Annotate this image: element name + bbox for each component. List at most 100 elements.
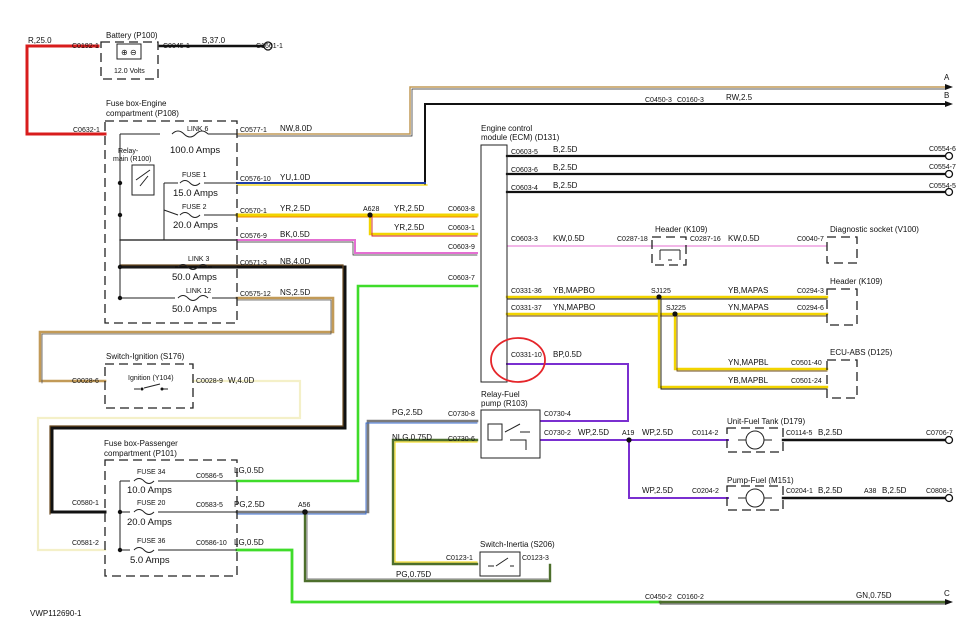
connector-label-c0603-6: C0603-6: [511, 167, 538, 174]
fuse-engine-name1: Fuse box-Engine: [106, 99, 167, 108]
connector-label-c0586-10: C0586-10: [196, 540, 227, 547]
wire-rw25: [424, 103, 946, 185]
wire-label-lg05b: LG,0.5D: [234, 538, 264, 547]
header-k109-b: Header (K109): [826, 277, 883, 326]
connector-label-c0287-16: C0287-16: [690, 236, 721, 243]
link3-amps: 50.0 Amps: [172, 272, 217, 283]
connector-label-c0028-9: C0028-9: [196, 378, 223, 385]
terminal-c0554-5-icon: [944, 187, 954, 197]
wire-label-ns25: NS,2.5D: [280, 288, 310, 297]
wire-label-wp25a: WP,2.5D: [578, 428, 609, 437]
wire-label-yn-mapbl: YN,MAPBL: [728, 358, 769, 367]
connector-label-c0028-6: C0028-6: [72, 378, 99, 385]
link12-amps: 50.0 Amps: [172, 304, 217, 315]
wire-w4: [36, 379, 302, 552]
terminal-c0554-7-icon: [944, 169, 954, 179]
connector-label-c0450-2: C0450-2: [645, 594, 672, 601]
connector-label-c0287-18: C0287-18: [617, 236, 648, 243]
fuse-engine-name2: compartment (P108): [106, 109, 179, 118]
wire-label-yr25b: YR,2.5D: [394, 204, 424, 213]
connector-label-c0603-9: C0603-9: [448, 244, 475, 251]
pump-fuel-name: Pump-Fuel (M151): [727, 476, 794, 485]
diagnostic-socket: Diagnostic socket (V100): [826, 225, 919, 264]
wire-pg075: [303, 510, 552, 583]
wire-label-bp05: BP,0.5D: [553, 350, 582, 359]
plus-icon: ⊕: [121, 48, 128, 57]
minus-icon: ⊖: [130, 48, 137, 57]
ecm-name2: module (ECM) (D131): [481, 133, 560, 142]
fuse-pass-name1: Fuse box-Passenger: [104, 439, 178, 448]
highlight-circle: [490, 337, 546, 383]
terminal-c0808-1-icon: [944, 493, 954, 503]
label-c: C: [944, 589, 950, 598]
wire-label-yb-mapas: YB,MAPAS: [728, 286, 768, 295]
wire-label-yn-mapbo: YN,MAPBO: [553, 303, 595, 312]
diag-name: Diagnostic socket (V100): [830, 225, 919, 234]
relay-fuel-name2: pump (R103): [481, 399, 528, 408]
connector-label-c0450-3: C0450-3: [645, 97, 672, 104]
wire-yb-mapbl: [657, 295, 829, 389]
connector-label-c0603-7: C0603-7: [448, 275, 475, 282]
wire-label-wp25b: WP,2.5D: [642, 428, 673, 437]
connector-label-c0730-8: C0730-8: [448, 411, 475, 418]
connector-label-c0040-7: C0040-7: [797, 236, 824, 243]
fuse20-name: FUSE 20: [137, 500, 166, 507]
connector-label-c0632-1: C0632-1: [73, 127, 100, 134]
relay-fuel-name1: Relay-Fuel: [481, 390, 520, 399]
wire-label-b25a: B,2.5D: [553, 145, 578, 154]
wire-nw8: [236, 86, 946, 135]
header-k109-b-name: Header (K109): [830, 277, 883, 286]
wire-label-yb-mapbl: YB,MAPBL: [728, 376, 769, 385]
ecu-abs: ECU-ABS (D125): [826, 348, 893, 399]
wire-label-b25c: B,2.5D: [553, 181, 578, 190]
connector-label-c0586-5: C0586-5: [196, 473, 223, 480]
connector-label-c0730-2: C0730-2: [544, 430, 571, 437]
connector-label-c0160-2: C0160-2: [677, 594, 704, 601]
connector-label-c0331-36: C0331-36: [511, 288, 542, 295]
connector-label-c0204-2: C0204-2: [692, 488, 719, 495]
connector-label-c0114-5: C0114-5: [786, 430, 812, 437]
ecm-name1: Engine control: [481, 124, 532, 133]
connector-label-a56: A56: [298, 502, 311, 509]
connector-label-c0603-1: C0603-1: [448, 225, 475, 232]
connector-label-c0576-10: C0576-10: [240, 176, 271, 183]
arrow-c-icon: [945, 599, 953, 605]
label-b: B: [944, 91, 949, 100]
wire-label-b37: B,37.0: [202, 36, 226, 45]
link3-name: LINK 3: [188, 256, 210, 263]
wire-label-gn075: GN,0.75D: [856, 591, 892, 600]
link6-amps: 100.0 Amps: [170, 145, 220, 156]
connector-label-c0571-3: C0571-3: [240, 260, 267, 267]
wire-label-nlg075: NLG,0.75D: [392, 433, 432, 442]
connector-label-c0554-5: C0554-5: [929, 183, 956, 190]
wire-label-kw05a: KW,0.5D: [553, 234, 585, 243]
switch-ignition: Switch-Ignition (S176) Ignition (Y104): [104, 352, 194, 409]
battery-label: Battery (P100): [106, 31, 158, 40]
wire-label-wp25c: WP,2.5D: [642, 486, 673, 495]
junctions: [117, 180, 678, 553]
wire-label-lg05a: LG,0.5D: [234, 466, 264, 475]
terminal-c0554-6-icon: [944, 151, 954, 161]
fuse-box-passenger: Fuse box-Passenger compartment (P101) FU…: [104, 439, 238, 577]
connector-label-c0576-9: C0576-9: [240, 233, 267, 240]
connector-label-c0123-3: C0123-3: [522, 555, 549, 562]
fuse2-amps: 20.0 Amps: [173, 220, 218, 231]
arrow-icons: [945, 84, 953, 605]
switch-inertia-name: Switch-Inertia (S206): [480, 540, 555, 549]
wire-ns25: [38, 296, 335, 383]
wire-nb4: [50, 265, 347, 514]
connector-label-c0603-3: C0603-3: [511, 236, 538, 243]
connector-label-c0570-1: C0570-1: [240, 208, 267, 215]
pump-fuel: Pump-Fuel (M151): [726, 476, 794, 511]
unit-fuel-tank: Unit-Fuel Tank (D179): [726, 417, 805, 453]
connector-label-c0808-1: C0808-1: [926, 488, 953, 495]
connector-label-c0294-6: C0294-6: [797, 305, 824, 312]
wire-yr25-branch: [368, 213, 479, 236]
wire-nlg075: [391, 438, 479, 566]
switch-inertia: Switch-Inertia (S206): [479, 540, 555, 577]
arrow-a-icon: [945, 84, 953, 90]
label-ref: VWP112690-1: [30, 609, 82, 618]
connector-label-c0575-12: C0575-12: [240, 291, 271, 298]
terminal-c0706-7-icon: [944, 435, 954, 445]
connector-label-c0114-2: C0114-2: [692, 430, 718, 437]
